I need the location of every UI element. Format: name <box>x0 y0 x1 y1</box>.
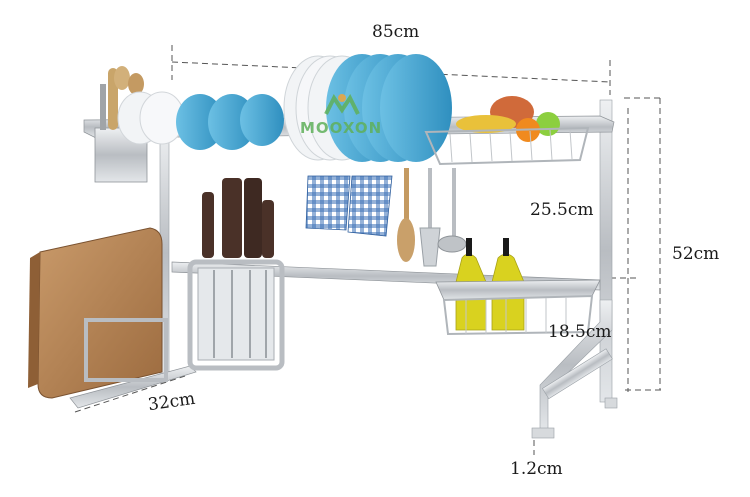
brand-logo <box>324 94 360 115</box>
foot-height-label: 1.2cm <box>510 459 563 479</box>
width-dimension-line <box>171 61 611 83</box>
fruit-basket <box>424 96 590 166</box>
total-height-label: 52cm <box>672 244 720 264</box>
towels <box>305 175 393 237</box>
width-label: 85cm <box>372 22 420 42</box>
hanging-utensils <box>397 168 467 267</box>
right-foot <box>531 427 555 439</box>
basket-height-label: 18.5cm <box>548 322 612 342</box>
brand-wordmark: MOOXON <box>300 119 383 137</box>
cutting-boards <box>28 227 168 399</box>
bowls <box>117 91 284 150</box>
board-holder <box>84 318 168 382</box>
lower-basket <box>435 238 601 336</box>
knife-block <box>187 178 285 371</box>
middle-height-label: 25.5cm <box>530 200 594 220</box>
plates <box>283 54 452 162</box>
